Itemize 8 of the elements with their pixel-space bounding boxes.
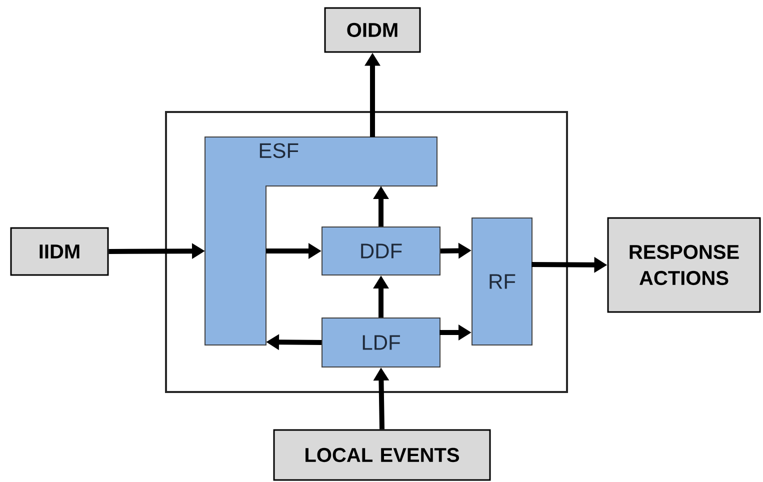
function-block: LDF <box>322 318 440 368</box>
process-box: IIDM <box>10 227 109 276</box>
function-block: RF <box>472 218 532 346</box>
process-box: RESPONSE ACTIONS <box>607 217 761 313</box>
container-box <box>165 111 568 393</box>
process-box: OIDM <box>324 7 421 53</box>
function-block: DDF <box>322 226 440 276</box>
process-box: LOCAL EVENTS <box>273 429 491 481</box>
